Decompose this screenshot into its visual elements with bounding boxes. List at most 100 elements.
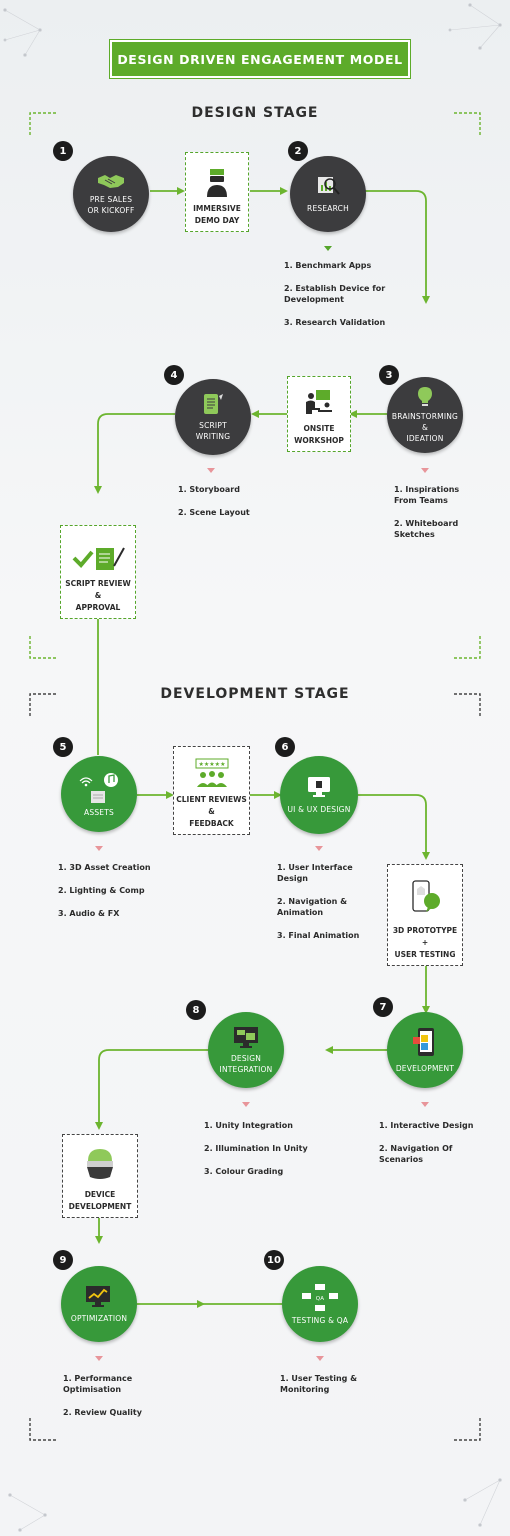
vr-headset-icon <box>87 1149 113 1179</box>
step-number-6: 6 <box>275 737 295 757</box>
monitor-windows-icon <box>234 1026 258 1048</box>
design-integration-item-2: 2. Illumination In Unity <box>204 1144 308 1153</box>
design-integration-item-1: 1. Unity Integration <box>204 1121 293 1130</box>
testing-item-1: 1. User Testing & Monitoring <box>280 1374 358 1394</box>
development-caret <box>421 1102 429 1107</box>
script-caret <box>207 468 215 473</box>
step-number-8: 8 <box>186 1000 206 1020</box>
research-item-3: 3. Research Validation <box>284 318 386 327</box>
qa-icon-text: QA <box>316 1296 325 1302</box>
script-review-label-3: APPROVAL <box>75 603 121 612</box>
presales-label-2: OR KICKOFF <box>87 206 135 215</box>
optimization-item-2: 2. Review Quality <box>63 1408 142 1417</box>
device-development-label-1: DEVICE <box>84 1190 116 1199</box>
development-stage-heading: DEVELOPMENT STAGE <box>160 686 350 702</box>
connector-uiux-prototype <box>358 794 430 860</box>
design-stage-heading: DESIGN STAGE <box>191 105 319 121</box>
assets-item-3: 3. Audio & FX <box>58 909 120 918</box>
script-item-1: 1. Storyboard <box>178 485 240 494</box>
uiux-item-1: 1. User Interface Design <box>277 863 353 883</box>
design-integration-caret <box>242 1102 250 1107</box>
design-integration-item-3: 3. Colour Grading <box>204 1167 284 1176</box>
page-title: DESIGN DRIVEN ENGAGEMENT MODEL <box>110 40 410 78</box>
testing-caret <box>316 1356 324 1361</box>
testing-list: 1. User Testing & Monitoring <box>280 1373 375 1407</box>
development-item-2: 2. Navigation Of Scenarios <box>379 1144 453 1164</box>
script-review-label-1: SCRIPT REVIEW <box>65 579 131 588</box>
design-integration-circle: DESIGN INTEGRATION <box>208 1012 284 1088</box>
research-item-1: 1. Benchmark Apps <box>284 261 372 270</box>
connector-research-brainstorm <box>365 190 430 304</box>
optimization-item-1: 1. Performance Optimisation <box>63 1374 133 1394</box>
script-label-2: WRITING <box>195 432 231 441</box>
optimization-monitor-icon <box>86 1285 110 1307</box>
workshop-icon <box>306 390 332 414</box>
script-label-1: SCRIPT <box>199 421 227 430</box>
checklist-icon <box>72 547 125 570</box>
research-circle: RESEARCH <box>290 156 366 232</box>
monitor-icon <box>308 776 330 797</box>
uiux-item-3: 3. Final Animation <box>277 931 360 940</box>
onsite-label-2: WORKSHOP <box>294 436 344 445</box>
research-item-2: 2. Establish Device for Development <box>284 284 386 304</box>
brainstorming-item-2: 2. Whiteboard Sketches <box>394 519 459 539</box>
design-integration-list: 1. Unity Integration 2. Illumination In … <box>204 1120 324 1189</box>
prototype-box: 3D PROTOTYPE + USER TESTING <box>387 864 463 966</box>
qa-flow-icon: QA <box>302 1283 338 1311</box>
script-review-box: SCRIPT REVIEW & APPROVAL <box>60 525 136 619</box>
optimization-circle: OPTIMIZATION <box>61 1266 137 1342</box>
step-number-4: 4 <box>164 365 184 385</box>
development-list: 1. Interactive Design 2. Navigation Of S… <box>379 1120 489 1177</box>
brainstorming-list: 1. Inspirations From Teams 2. Whiteboard… <box>394 484 484 552</box>
vr-person-icon <box>207 169 227 197</box>
step-number-7: 7 <box>373 997 393 1017</box>
presales-label-1: PRE SALES <box>89 195 133 204</box>
client-reviews-label-1: CLIENT REVIEWS <box>176 795 247 804</box>
device-development-label-2: DEVELOPMENT <box>68 1202 132 1211</box>
brainstorming-item-1: 1. Inspirations From Teams <box>394 485 460 505</box>
uiux-circle: UI & UX DESIGN <box>280 756 358 834</box>
development-circle: DEVELOPMENT <box>387 1012 463 1088</box>
phone-chat-icon <box>412 880 440 912</box>
development-stage-frame <box>29 693 481 1441</box>
prototype-label-2: + <box>421 938 429 947</box>
assets-item-2: 2. Lighting & Comp <box>58 886 145 895</box>
connector-script-review <box>94 413 175 494</box>
client-reviews-label-2: & <box>208 807 215 816</box>
script-item-2: 2. Scene Layout <box>178 508 250 517</box>
prototype-label-1: 3D PROTOTYPE <box>392 926 458 935</box>
brainstorming-label-1: BRAINSTORMING <box>391 412 459 421</box>
brainstorming-caret <box>421 468 429 473</box>
onsite-label-1: ONSITE <box>303 424 335 433</box>
prototype-label-3: USER TESTING <box>394 950 456 959</box>
optimization-label: OPTIMIZATION <box>70 1313 128 1323</box>
brainstorming-label-2: & <box>421 423 429 432</box>
assets-media-icon <box>79 772 118 803</box>
feedback-group-icon: ★★★★★ <box>195 758 228 787</box>
script-writing-circle: SCRIPT WRITING <box>175 379 251 455</box>
connector-integration-device <box>95 1049 208 1130</box>
script-scroll-icon <box>204 394 223 414</box>
demo-day-label-1: IMMERSIVE <box>193 204 241 213</box>
step-number-3: 3 <box>379 365 399 385</box>
step-number-9: 9 <box>53 1250 73 1270</box>
development-item-1: 1. Interactive Design <box>379 1121 474 1130</box>
script-list: 1. Storyboard 2. Scene Layout <box>178 484 278 530</box>
assets-label: ASSETS <box>84 807 114 817</box>
research-label: RESEARCH <box>307 204 349 213</box>
step-number-2: 2 <box>288 141 308 161</box>
research-caret <box>324 246 332 251</box>
onsite-workshop-box: ONSITE WORKSHOP <box>287 376 351 452</box>
testing-label: TESTING & QA <box>291 1315 349 1325</box>
uiux-item-2: 2. Navigation & Animation <box>277 897 348 917</box>
optimization-list: 1. Performance Optimisation 2. Review Qu… <box>63 1373 163 1430</box>
svg-text:★★★★★: ★★★★★ <box>198 761 225 768</box>
demo-day-box: IMMERSIVE DEMO DAY <box>185 152 249 232</box>
step-number-5: 5 <box>53 737 73 757</box>
script-review-label-2: & <box>94 591 102 600</box>
design-integration-label-1: DESIGN <box>230 1053 262 1063</box>
client-reviews-label-3: FEEDBACK <box>189 819 234 828</box>
design-stage-frame <box>29 112 481 659</box>
uiux-label: UI & UX DESIGN <box>287 804 351 814</box>
